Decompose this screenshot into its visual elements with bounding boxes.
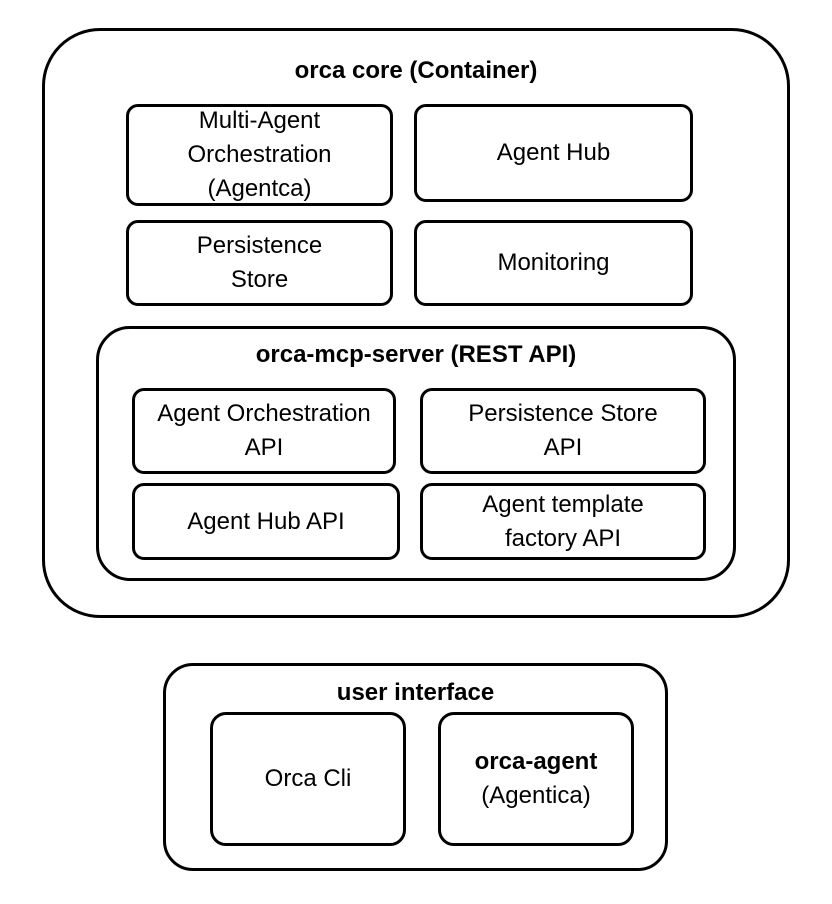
card-line: Agent Orchestration <box>157 400 371 427</box>
agent-hub-api-card: Agent Hub API <box>132 483 400 560</box>
card-line: API <box>244 434 284 461</box>
card-line: Agent Hub API <box>187 507 345 535</box>
agent-template-factory-api-card: Agent template factory API <box>420 483 706 560</box>
card-line: Agent Hub <box>496 139 611 166</box>
card-line: Persistence Store <box>468 400 658 427</box>
card-line: (Agentica) <box>481 782 591 809</box>
user-interface-title: user interface <box>336 679 495 706</box>
persistence-store-api-card: Persistence Store API <box>420 388 706 474</box>
card-line: (Agentca) <box>207 175 312 202</box>
card-line: Store <box>230 266 289 293</box>
card-line: API <box>543 434 583 461</box>
card-line: Orchestration <box>187 141 332 168</box>
monitoring-card: Monitoring <box>414 220 693 306</box>
card-line: Orca Cli <box>264 765 352 792</box>
card-line: factory API <box>504 524 622 552</box>
multi-agent-orchestration-card: Multi-Agent Orchestration (Agentca) <box>126 104 393 206</box>
orca-agent-card: orca-agent (Agentica) <box>438 712 634 846</box>
card-line: Persistence <box>196 232 323 259</box>
card-line: Monitoring <box>497 249 610 276</box>
orca-core-title: orca core (Container) <box>294 57 538 84</box>
orca-mcp-server-title: orca-mcp-server (REST API) <box>255 341 577 368</box>
orca-cli-card: Orca Cli <box>210 712 406 846</box>
card-line: orca-agent <box>474 748 598 775</box>
persistence-store-card: Persistence Store <box>126 220 393 306</box>
agent-orchestration-api-card: Agent Orchestration API <box>132 388 396 474</box>
card-line: Agent template <box>482 490 644 518</box>
agent-hub-card: Agent Hub <box>414 104 693 202</box>
card-line: Multi-Agent <box>198 107 321 134</box>
